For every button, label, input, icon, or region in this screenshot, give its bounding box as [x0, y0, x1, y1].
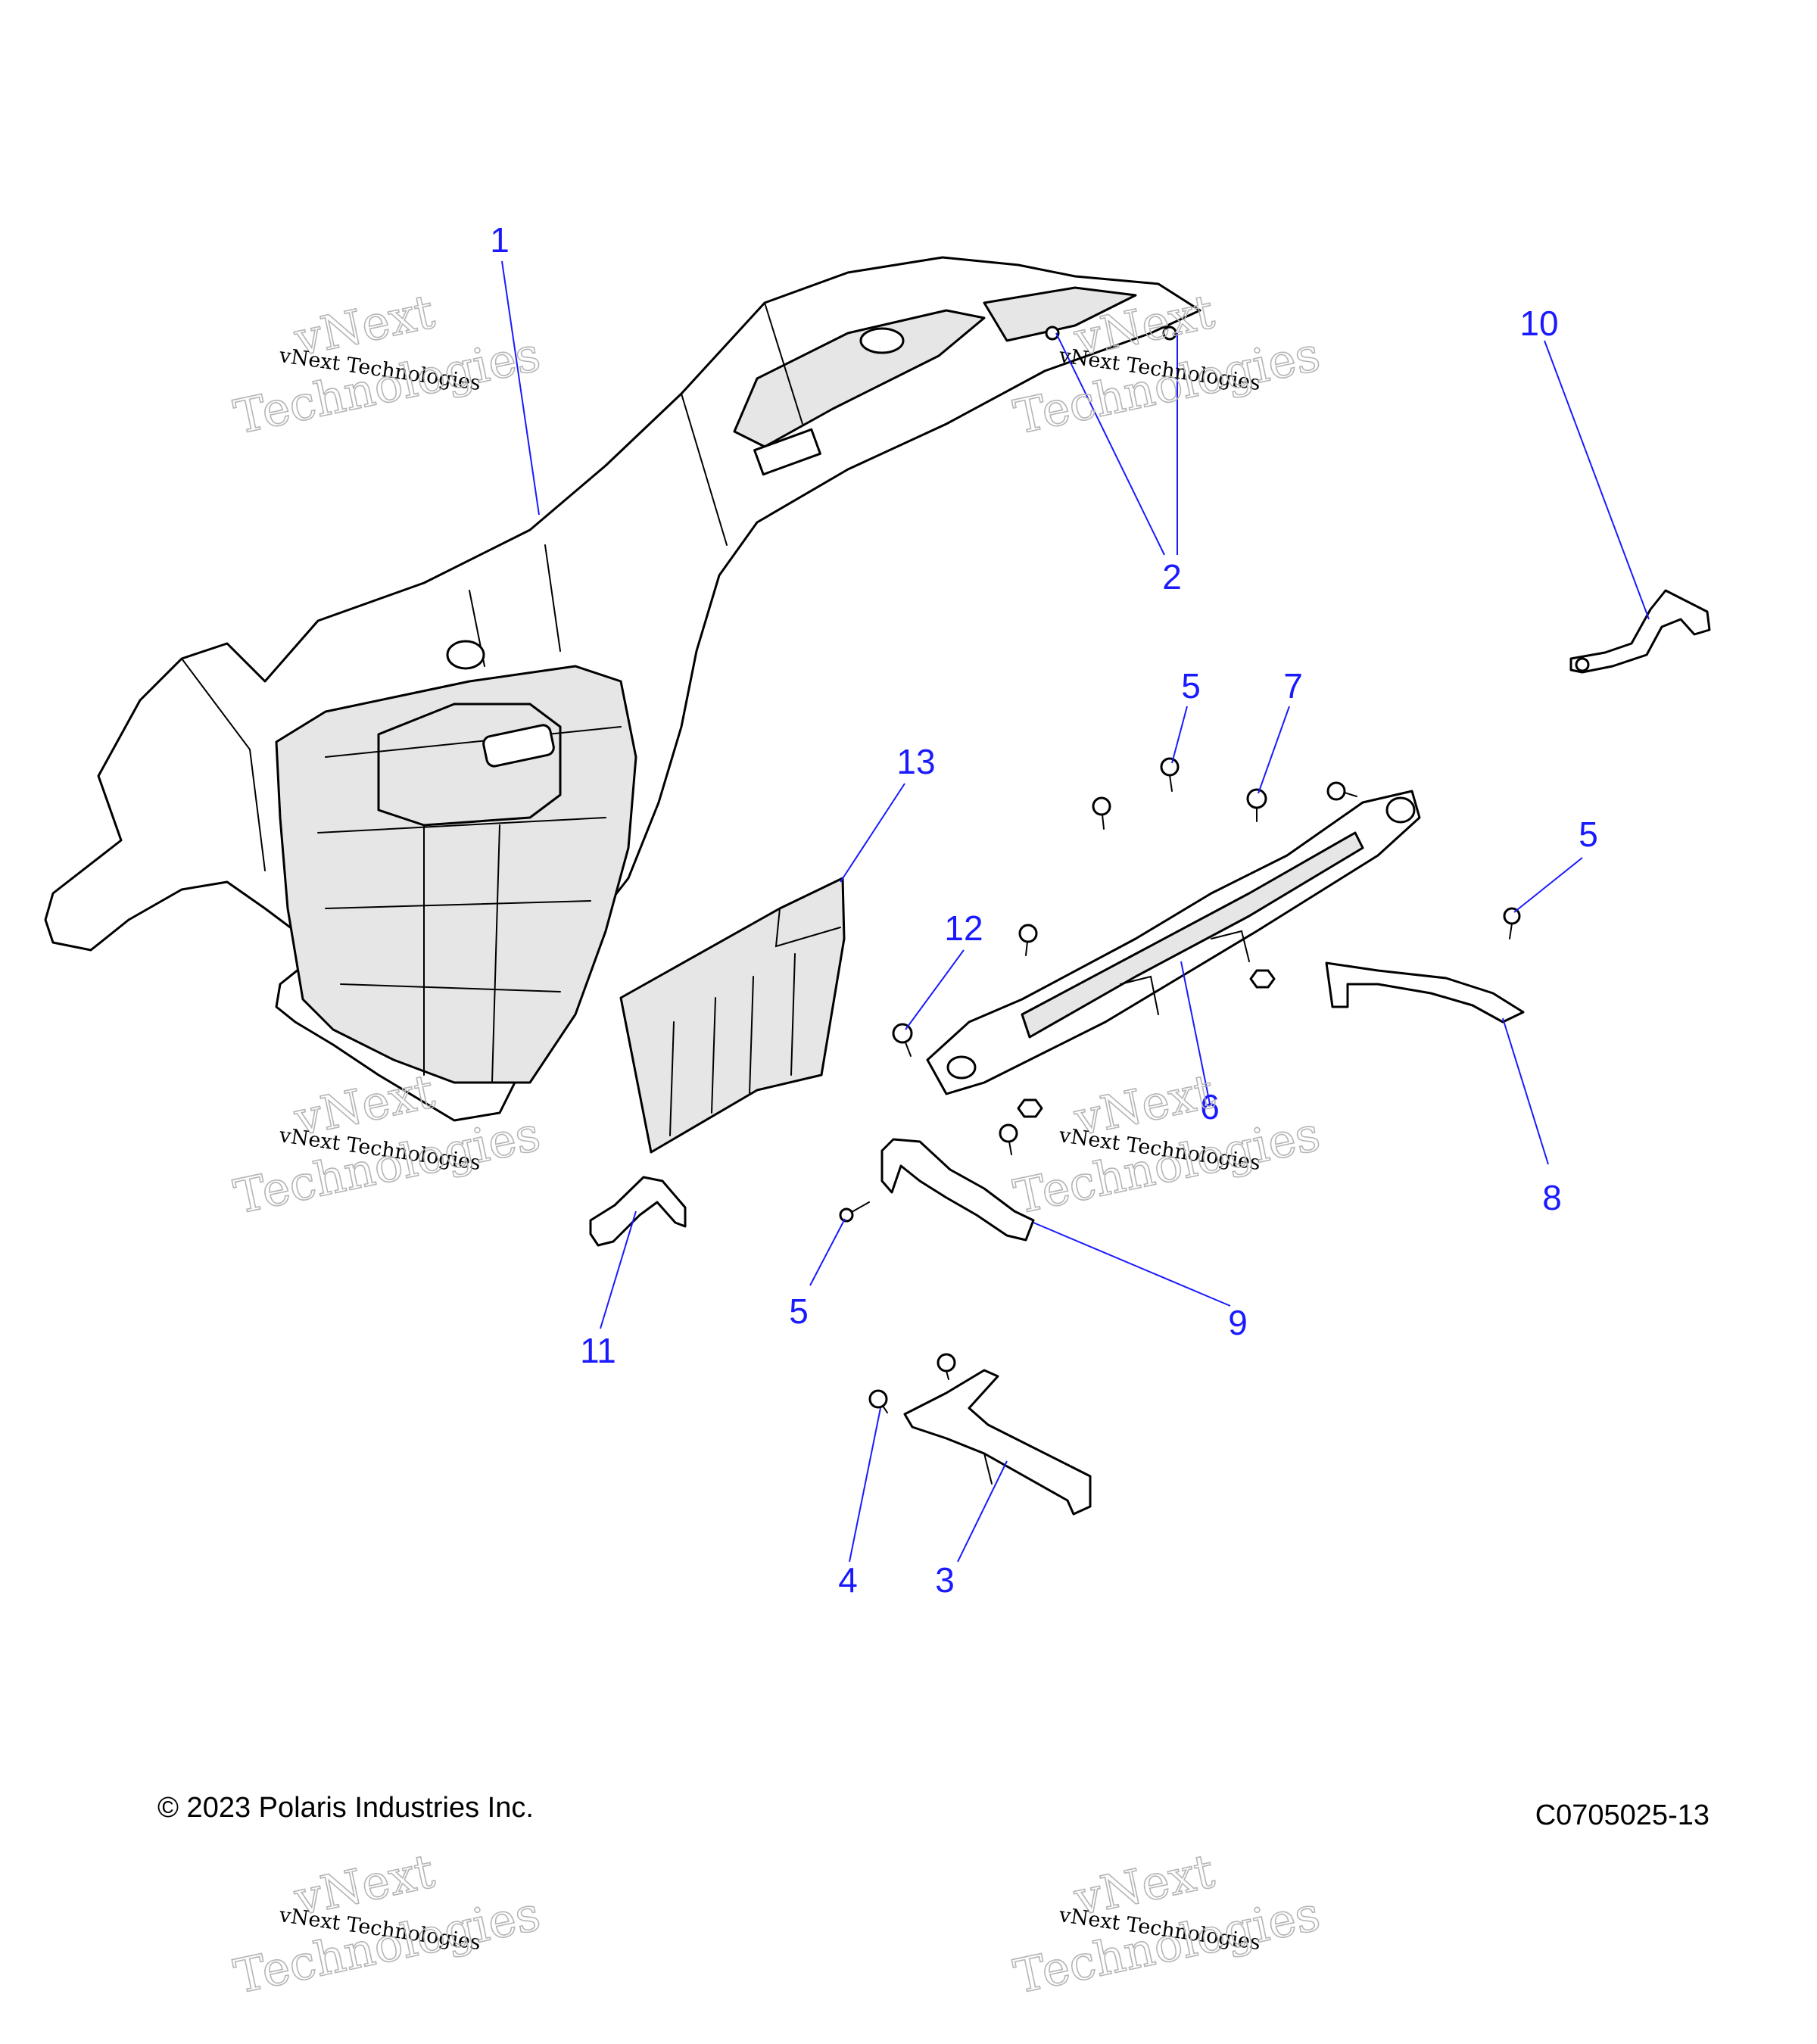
screw-5-right [1503, 907, 1521, 939]
watermarks: vNext vNext Technologies Technologies vN… [229, 283, 1325, 2005]
nut-right [1249, 969, 1276, 989]
leader-13 [840, 783, 905, 883]
clip-upper [937, 1353, 956, 1380]
leader-lines [501, 260, 1650, 1563]
callout-2: 2 [1162, 557, 1182, 597]
callout-7: 7 [1283, 666, 1303, 706]
callout-1: 1 [490, 220, 510, 260]
callout-11: 11 [580, 1331, 616, 1370]
callout-labels: 1 2 10 5 7 13 5 12 6 8 9 5 11 4 3 [490, 220, 1598, 1600]
fender-clip-1 [1162, 326, 1177, 341]
watermark-6: vNext vNext Technologies Technologies [1008, 1843, 1325, 2005]
leader-3 [957, 1460, 1008, 1563]
leader-5-right [1513, 857, 1583, 913]
bolt-7 [1246, 788, 1267, 822]
screw-12 [892, 1023, 913, 1057]
leader-10 [1544, 340, 1650, 620]
nut-mid [1017, 1098, 1043, 1118]
bolt-top-right [1326, 781, 1357, 801]
rear-brace [926, 790, 1421, 1095]
leader-11 [600, 1211, 637, 1329]
callout-5: 5 [1181, 666, 1201, 706]
watermark-4: vNext vNext Technologies Technologies [1008, 1063, 1325, 1226]
leader-8 [1502, 1017, 1549, 1165]
fasteners [839, 326, 1521, 1413]
bottom-bracket [903, 1369, 1092, 1516]
leader-2a [1055, 332, 1165, 556]
side-bracket-right [1325, 961, 1525, 1024]
callout-12: 12 [944, 908, 983, 948]
figure-id: C0705025-13 [1535, 1799, 1709, 1831]
callout-9: 9 [1228, 1303, 1248, 1342]
leader-1 [501, 260, 540, 516]
watermark-5: vNext vNext Technologies Technologies [229, 1843, 545, 2005]
callout-5-bottom: 5 [789, 1292, 809, 1331]
copyright-text: © 2023 Polaris Industries Inc. [157, 1792, 534, 1824]
leader-6 [1180, 961, 1211, 1105]
leader-5-top [1171, 706, 1188, 764]
screw-5-left [1092, 796, 1111, 830]
callout-5-right: 5 [1579, 815, 1598, 854]
screw-mid [1018, 924, 1038, 956]
clip-4 [868, 1389, 888, 1413]
screw-5-top [1160, 757, 1180, 792]
leader-7 [1258, 706, 1290, 794]
screw-lower [999, 1123, 1018, 1155]
upper-bracket [1569, 589, 1711, 674]
rear-fender-body [44, 256, 1201, 1122]
leader-9 [1033, 1222, 1231, 1307]
callout-8: 8 [1542, 1178, 1562, 1217]
left-bracket [589, 1176, 687, 1247]
callout-13: 13 [896, 742, 935, 781]
screw-5-bottom [839, 1201, 870, 1223]
callout-3: 3 [935, 1560, 955, 1600]
callout-4: 4 [838, 1560, 858, 1600]
leader-5-bottom [809, 1218, 846, 1286]
callout-6: 6 [1200, 1087, 1220, 1126]
fender-clip-2 [1045, 326, 1060, 341]
callout-10: 10 [1519, 304, 1558, 343]
center-bracket [880, 1138, 1035, 1242]
leader-12 [905, 949, 965, 1030]
watermark-1: vNext vNext Technologies Technologies [229, 283, 545, 446]
mud-flap [619, 877, 846, 1154]
leader-4 [849, 1407, 881, 1563]
